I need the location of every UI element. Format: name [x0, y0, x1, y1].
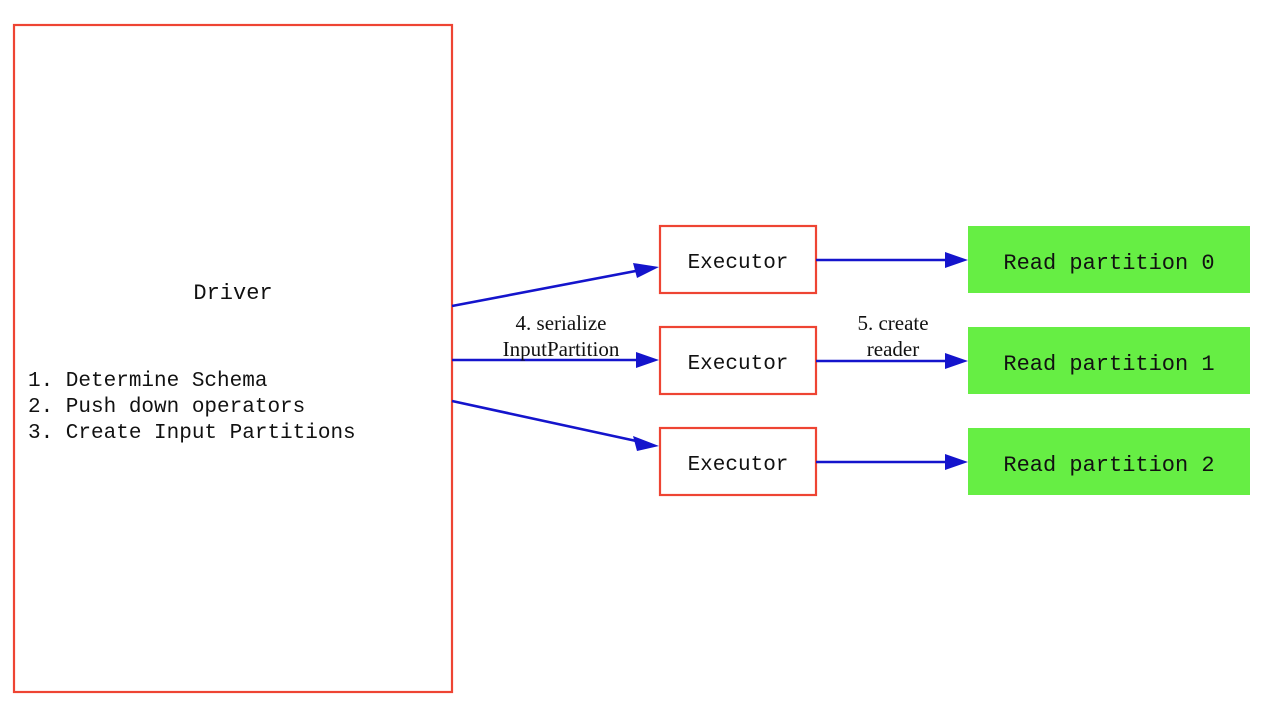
partition-label-0: Read partition 0	[1003, 251, 1214, 276]
edge-label-create-reader-line1: 5. create	[857, 311, 928, 335]
driver-step-2: 2. Push down operators	[28, 396, 305, 419]
arrow-executor-to-partition-2-head	[945, 454, 968, 470]
partition-box-0[interactable]	[968, 226, 1250, 293]
executor-label-1: Executor	[688, 353, 789, 376]
arrow-executor-to-partition-0-head	[945, 252, 968, 268]
arrow-driver-to-executor-0-head	[633, 263, 659, 278]
driver-step-1: 1. Determine Schema	[28, 370, 267, 393]
edge-label-serialize-line2: InputPartition	[503, 337, 620, 361]
partition-label-1: Read partition 1	[1003, 352, 1214, 377]
partition-label-2: Read partition 2	[1003, 453, 1214, 478]
arrow-executor-to-partition-1-head	[945, 353, 968, 369]
executor-label-0: Executor	[688, 252, 789, 275]
edge-label-create-reader-line2: reader	[867, 337, 919, 361]
executor-box-1[interactable]	[658, 325, 818, 396]
driver-box[interactable]	[12, 23, 454, 694]
executor-label-2: Executor	[688, 454, 789, 477]
arrow-driver-to-executor-1-head	[636, 352, 659, 368]
executor-box-2[interactable]	[658, 426, 818, 497]
arrow-driver-to-executor-2-line	[451, 399, 642, 444]
arrow-driver-to-executor-0-line	[451, 268, 642, 308]
partition-box-2[interactable]	[968, 428, 1250, 495]
driver-step-3: 3. Create Input Partitions	[28, 422, 356, 445]
driver-title: Driver	[193, 281, 272, 306]
partition-box-1[interactable]	[968, 327, 1250, 394]
arrow-driver-to-executor-2-head	[633, 436, 659, 451]
edge-label-serialize-line1: 4. serialize	[516, 311, 607, 335]
